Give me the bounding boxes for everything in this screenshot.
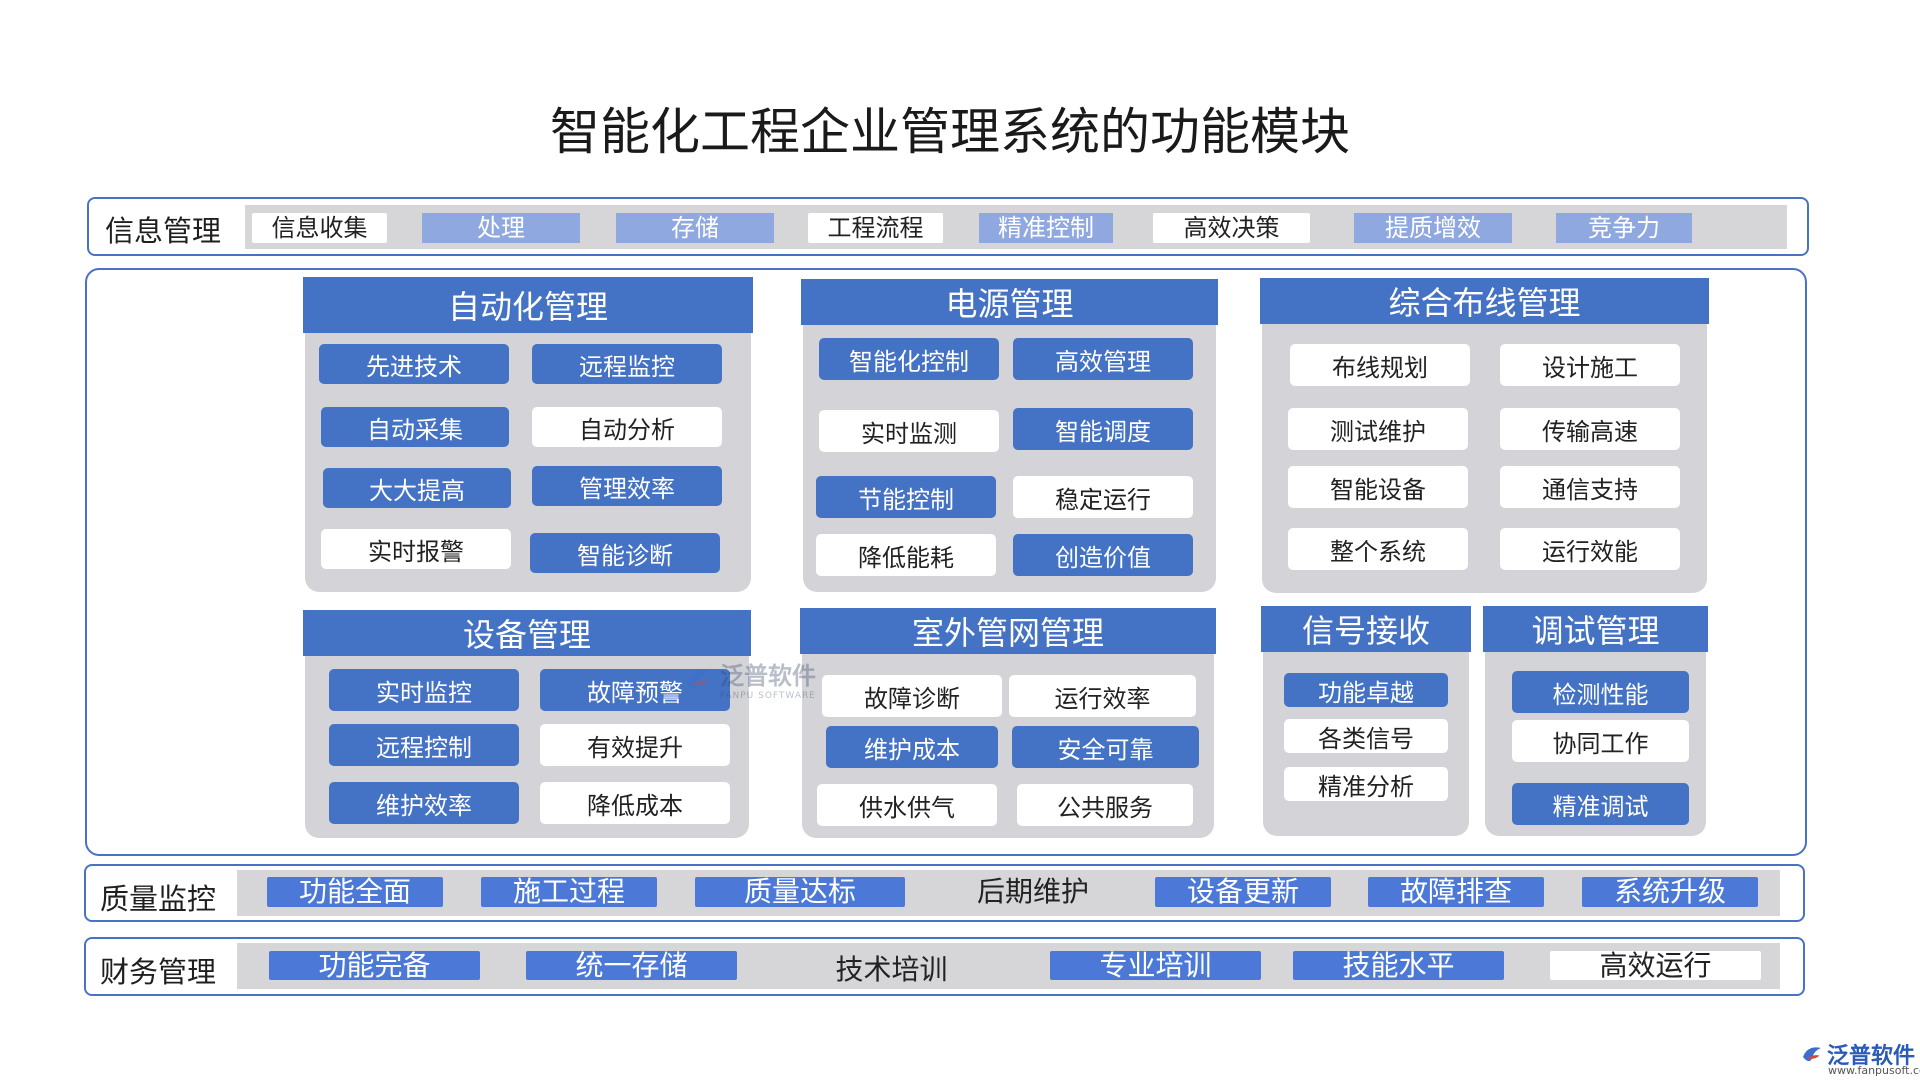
quality-item: 故障排查 bbox=[1368, 877, 1544, 907]
quality-item: 施工过程 bbox=[481, 877, 657, 907]
auto-item: 先进技术 bbox=[319, 344, 509, 384]
auto-item: 自动分析 bbox=[532, 407, 722, 447]
outdoor-item: 维护成本 bbox=[826, 726, 998, 768]
info-item: 高效决策 bbox=[1153, 213, 1310, 243]
fanpu-logo-icon bbox=[1803, 1047, 1821, 1062]
power-item: 智能化控制 bbox=[819, 338, 999, 380]
finance-item: 统一存储 bbox=[526, 951, 737, 980]
info-item: 处理 bbox=[422, 213, 580, 243]
power-item: 降低能耗 bbox=[816, 534, 996, 576]
debug-item: 精准调试 bbox=[1512, 783, 1689, 825]
wiring-item: 传输高速 bbox=[1500, 408, 1680, 450]
signal-item: 各类信号 bbox=[1284, 719, 1448, 753]
quality-item: 后期维护 bbox=[976, 875, 1089, 908]
auto-item: 远程监控 bbox=[532, 344, 722, 384]
quality-item: 质量达标 bbox=[695, 877, 905, 907]
power-management-title: 电源管理 bbox=[801, 279, 1218, 325]
info-item: 竞争力 bbox=[1556, 213, 1692, 243]
auto-management-title: 自动化管理 bbox=[303, 277, 753, 333]
finance-item: 技术培训 bbox=[835, 952, 948, 986]
equipment-item: 实时监控 bbox=[329, 669, 519, 711]
wiring-item: 整个系统 bbox=[1288, 528, 1468, 570]
finance-management-label: 财务管理 bbox=[100, 955, 217, 989]
wiring-item: 智能设备 bbox=[1288, 466, 1468, 508]
info-item: 提质增效 bbox=[1354, 213, 1512, 243]
signal-receive-title: 信号接收 bbox=[1261, 606, 1471, 652]
signal-item: 精准分析 bbox=[1284, 767, 1448, 801]
quality-item: 功能全面 bbox=[267, 877, 443, 907]
power-item: 智能调度 bbox=[1013, 408, 1193, 450]
power-item: 高效管理 bbox=[1013, 338, 1193, 380]
corner-brand: 泛普软件 bbox=[1827, 1044, 1916, 1069]
wiring-item: 运行效能 bbox=[1500, 528, 1680, 570]
signal-item: 功能卓越 bbox=[1284, 673, 1448, 707]
info-item: 工程流程 bbox=[808, 213, 943, 243]
modules-frame bbox=[85, 268, 1807, 856]
watermark-brand: 泛普软件 bbox=[720, 662, 816, 690]
corner-logo: 泛普软件 bbox=[1800, 1038, 1915, 1070]
auto-item: 实时报警 bbox=[321, 529, 511, 569]
finance-item: 技能水平 bbox=[1293, 951, 1504, 980]
debug-management-title: 调试管理 bbox=[1483, 606, 1708, 652]
wiring-management-title: 综合布线管理 bbox=[1260, 278, 1709, 324]
auto-item: 管理效率 bbox=[532, 466, 722, 506]
quality-item: 系统升级 bbox=[1582, 877, 1758, 907]
equipment-item: 故障预警 bbox=[540, 669, 730, 711]
finance-item: 专业培训 bbox=[1050, 951, 1261, 980]
center-watermark: 泛普软件 FANPU SOFTWARE bbox=[682, 656, 816, 701]
equipment-management-title: 设备管理 bbox=[303, 610, 751, 656]
quality-monitor-row bbox=[84, 864, 1805, 922]
outdoor-network-title: 室外管网管理 bbox=[800, 608, 1216, 654]
outdoor-item: 故障诊断 bbox=[822, 675, 1002, 717]
equipment-item: 维护效率 bbox=[329, 782, 519, 824]
power-item: 创造价值 bbox=[1013, 534, 1193, 576]
power-item: 稳定运行 bbox=[1013, 476, 1193, 518]
info-item: 精准控制 bbox=[979, 213, 1113, 243]
wiring-item: 通信支持 bbox=[1500, 466, 1680, 508]
wiring-item: 布线规划 bbox=[1290, 344, 1470, 386]
info-management-label: 信息管理 bbox=[105, 214, 222, 248]
page-title: 智能化工程企业管理系统的功能模块 bbox=[550, 103, 1350, 161]
outdoor-item: 公共服务 bbox=[1017, 784, 1193, 826]
finance-management-row bbox=[84, 937, 1805, 996]
power-item: 实时监测 bbox=[819, 410, 999, 452]
corner-url: www.fanpusoft.com bbox=[1828, 1064, 1920, 1077]
power-item: 节能控制 bbox=[816, 476, 996, 518]
quality-item: 设备更新 bbox=[1155, 877, 1331, 907]
auto-item: 大大提高 bbox=[323, 468, 511, 508]
auto-item: 智能诊断 bbox=[530, 533, 720, 573]
outdoor-item: 安全可靠 bbox=[1012, 726, 1199, 768]
info-item: 存储 bbox=[616, 213, 774, 243]
wiring-item: 设计施工 bbox=[1500, 344, 1680, 386]
info-item: 信息收集 bbox=[252, 213, 387, 243]
finance-item: 高效运行 bbox=[1550, 951, 1761, 980]
watermark-brand-en: FANPU SOFTWARE bbox=[720, 691, 816, 701]
debug-item: 协同工作 bbox=[1512, 720, 1689, 762]
outdoor-item: 运行效率 bbox=[1009, 675, 1196, 717]
finance-item: 功能完备 bbox=[269, 951, 480, 980]
fanpu-logo-icon bbox=[686, 669, 710, 689]
outdoor-item: 供水供气 bbox=[817, 784, 997, 826]
auto-item: 自动采集 bbox=[321, 407, 509, 447]
equipment-item: 有效提升 bbox=[540, 724, 730, 766]
equipment-item: 远程控制 bbox=[329, 724, 519, 766]
finance-management-strip bbox=[237, 943, 1780, 989]
equipment-item: 降低成本 bbox=[540, 782, 730, 824]
wiring-item: 测试维护 bbox=[1288, 408, 1468, 450]
debug-item: 检测性能 bbox=[1512, 671, 1689, 713]
quality-monitor-label: 质量监控 bbox=[100, 882, 217, 916]
info-management-row bbox=[87, 197, 1809, 256]
